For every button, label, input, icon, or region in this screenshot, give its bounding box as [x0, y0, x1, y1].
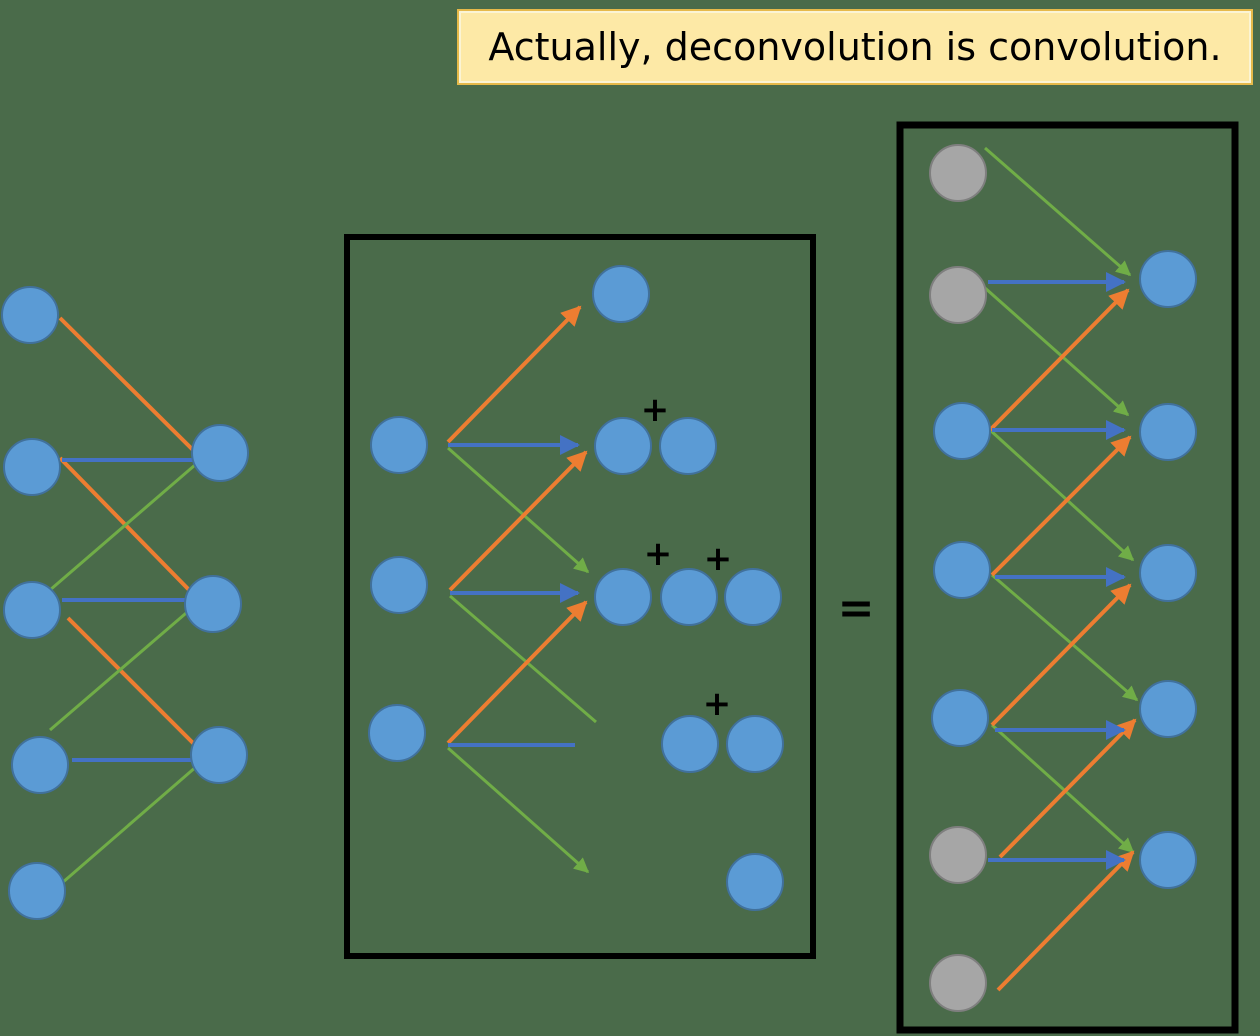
edge-green	[49, 606, 193, 732]
output-node	[1139, 403, 1197, 461]
output-node	[660, 568, 718, 626]
edge-green	[447, 446, 590, 574]
plus-sign: +	[641, 390, 670, 430]
edge-green	[988, 428, 1135, 562]
output-node	[184, 575, 242, 633]
title-banner: Actually, deconvolution is convolution.	[457, 9, 1253, 85]
output-node	[190, 726, 248, 784]
input-node	[3, 438, 61, 496]
input-node	[3, 581, 61, 639]
input-node	[368, 704, 426, 762]
edge-orange	[448, 450, 588, 592]
output-node	[659, 417, 717, 475]
input-node	[370, 556, 428, 614]
padding-node	[929, 266, 987, 324]
deconvolution-frame	[344, 234, 816, 959]
output-node	[661, 715, 719, 773]
edge-green	[49, 463, 196, 592]
edge-green	[449, 594, 597, 724]
edge-orange	[58, 316, 197, 454]
edge-green	[984, 286, 1130, 417]
edge-orange	[446, 305, 582, 444]
output-node	[592, 265, 650, 323]
edge-green	[984, 146, 1132, 277]
output-node	[1139, 831, 1197, 889]
plus-sign: +	[644, 534, 673, 574]
edge-orange	[988, 288, 1130, 432]
padding-node	[929, 826, 987, 884]
equals-sign: =	[838, 583, 875, 634]
edge-orange	[998, 718, 1137, 859]
input-node	[8, 862, 66, 920]
edge-orange	[58, 456, 197, 598]
padded-convolution-panel	[896, 121, 1239, 1034]
input-node	[11, 736, 69, 794]
input-node	[1, 286, 59, 344]
output-node	[724, 568, 782, 626]
edge-orange	[990, 435, 1132, 577]
edge-orange	[990, 583, 1132, 727]
output-node	[1139, 680, 1197, 738]
output-node	[1139, 544, 1197, 602]
padding-node	[929, 954, 987, 1012]
title-text: Actually, deconvolution is convolution.	[488, 25, 1222, 69]
padding-node	[929, 144, 987, 202]
deconvolution-panel: + + + +	[344, 234, 816, 959]
output-node	[191, 424, 249, 482]
edge-green	[61, 764, 198, 885]
output-node	[594, 568, 652, 626]
edge-orange	[996, 850, 1135, 992]
edge-green	[990, 723, 1135, 854]
padded-convolution-frame	[896, 121, 1239, 1034]
plus-sign: +	[704, 539, 733, 579]
edge-orange	[446, 600, 588, 745]
output-node	[1139, 250, 1197, 308]
input-node	[933, 541, 991, 599]
output-node	[726, 853, 784, 911]
input-node	[370, 416, 428, 474]
output-node	[594, 417, 652, 475]
edge-green	[991, 573, 1139, 702]
input-node	[931, 689, 989, 747]
input-node	[933, 402, 991, 460]
plus-sign: +	[703, 684, 732, 724]
convolution-panel	[1, 286, 249, 920]
edge-orange	[66, 616, 197, 747]
edge-green	[447, 746, 590, 874]
output-node	[726, 715, 784, 773]
